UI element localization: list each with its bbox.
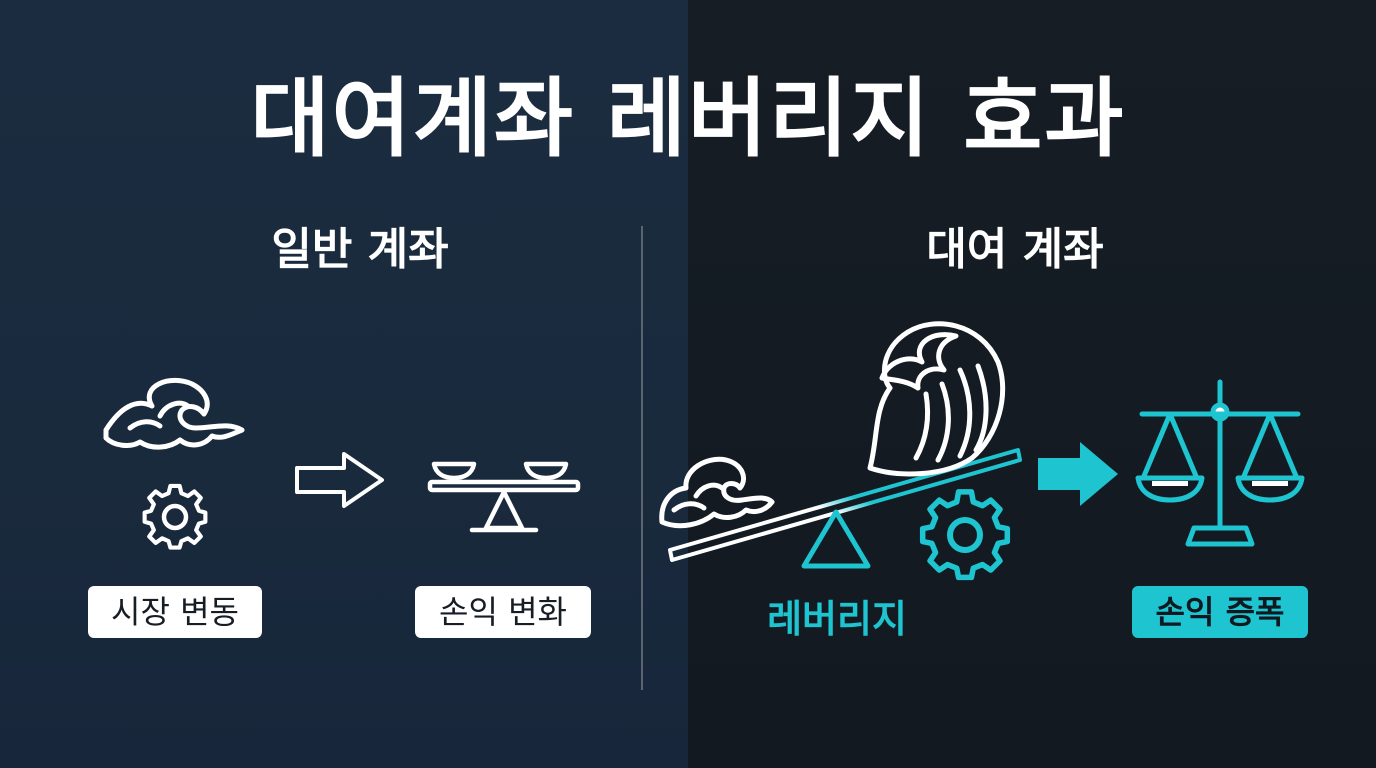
right-panel (688, 0, 1376, 768)
wave-icon (103, 377, 245, 450)
left-heading: 일반 계좌 (271, 224, 449, 275)
gear-icon (142, 483, 208, 550)
solid-arrow-right-icon (1038, 442, 1118, 506)
left-panel (0, 0, 688, 768)
seesaw-icon (427, 461, 581, 533)
balance-scale-icon (1135, 379, 1305, 547)
panel-divider (641, 226, 643, 690)
arrow-right-icon (295, 452, 384, 508)
lever-bar (668, 448, 1022, 562)
pnl-amplification-label: 손익 증폭 (1132, 586, 1308, 638)
pnl-change-label: 손익 변화 (415, 586, 591, 638)
market-fluctuation-label: 시장 변동 (88, 586, 262, 638)
big-wave-icon (867, 321, 1006, 477)
right-heading: 대여 계좌 (926, 224, 1104, 275)
small-wave-icon (659, 456, 775, 529)
fulcrum-icon (801, 509, 871, 569)
cyan-gear-icon (919, 489, 1011, 581)
page-title: 대여계좌 레버리지 효과 (250, 69, 1126, 169)
leverage-label: 레버리지 (767, 597, 907, 641)
